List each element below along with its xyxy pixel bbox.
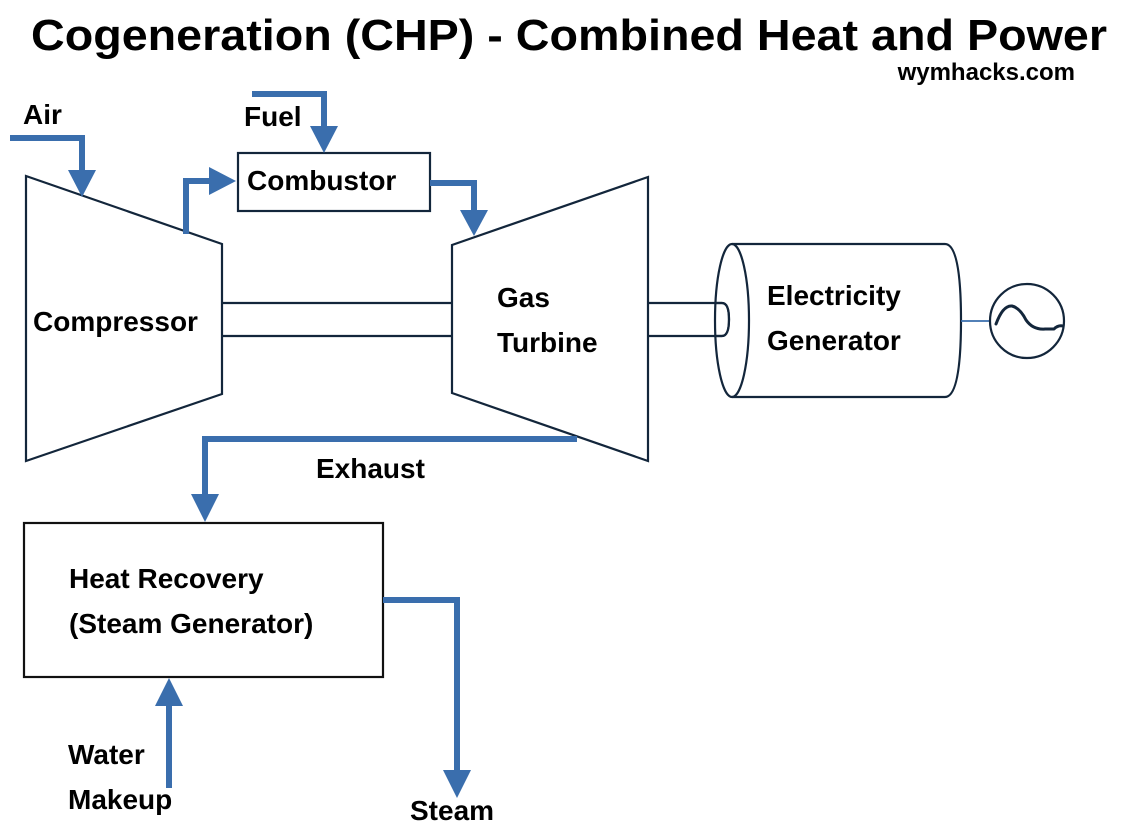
gas-turbine-label-line2: Turbine <box>497 327 598 358</box>
combustor-label: Combustor <box>247 165 396 196</box>
site-watermark: wymhacks.com <box>897 59 1075 86</box>
water-arrowhead-icon <box>155 678 183 706</box>
generator-shaft-front <box>716 301 731 338</box>
generator-label-line2: Generator <box>767 325 901 356</box>
steam-output-line <box>383 597 460 772</box>
heat-recovery-label-line1: Heat Recovery <box>69 563 264 594</box>
generator-shaft <box>648 301 731 338</box>
air-flow-arrow: Air <box>10 99 96 197</box>
ac-output <box>961 282 1066 360</box>
water-label-line1: Water <box>68 739 145 770</box>
combustor-box <box>236 151 432 213</box>
fuel-flow-line <box>252 91 327 128</box>
heat-recovery-box <box>22 521 385 679</box>
gas-turbine-label-line1: Gas <box>497 282 550 313</box>
compressed-air-line <box>183 178 212 234</box>
generator-label-line1: Electricity <box>767 280 901 311</box>
sine-wave-glyph <box>994 304 1065 331</box>
page-title: Cogeneration (CHP) - Combined Heat and P… <box>31 11 1107 60</box>
compressor-label: Compressor <box>33 306 198 337</box>
heat-recovery-label-line2: (Steam Generator) <box>69 608 313 639</box>
generator-end-cap <box>713 242 751 399</box>
exhaust-label: Exhaust <box>316 453 425 484</box>
hot-gas-arrowhead-icon <box>460 210 488 236</box>
generator-body <box>732 242 963 399</box>
hot-gas-arrow <box>430 180 488 236</box>
compressed-air-arrowhead-icon <box>209 167 236 195</box>
fuel-label: Fuel <box>244 101 302 132</box>
hot-gas-line <box>430 180 477 212</box>
combustor: Combustor <box>236 151 432 213</box>
air-arrowhead-icon <box>68 170 96 197</box>
fuel-arrowhead-icon <box>310 126 338 153</box>
water-label-line2: Makeup <box>68 784 172 815</box>
generator-shaft-outline <box>648 301 731 338</box>
compressor: Compressor <box>24 174 224 463</box>
compressor-shape <box>24 174 224 463</box>
exhaust-flow-line <box>202 436 577 496</box>
steam-label: Steam <box>410 795 494 826</box>
exhaust-arrowhead-icon <box>191 494 219 522</box>
air-flow-line <box>10 135 85 172</box>
exhaust-flow-arrow: Exhaust <box>191 436 577 522</box>
water-makeup-arrow: Water Makeup <box>68 678 183 815</box>
air-label: Air <box>23 99 62 130</box>
gas-turbine: Gas Turbine <box>450 175 650 463</box>
electricity-generator: Electricity Generator <box>713 242 963 399</box>
steam-arrowhead-icon <box>443 770 471 798</box>
ac-sine-wave-icon <box>988 282 1066 360</box>
fuel-flow-arrow: Fuel <box>244 91 338 153</box>
gas-turbine-shape <box>450 175 650 463</box>
steam-output-arrow: Steam <box>383 597 494 826</box>
shaft <box>222 301 452 338</box>
heat-recovery-steam-generator: Heat Recovery (Steam Generator) <box>22 521 385 679</box>
compressed-air-arrow <box>183 167 236 234</box>
